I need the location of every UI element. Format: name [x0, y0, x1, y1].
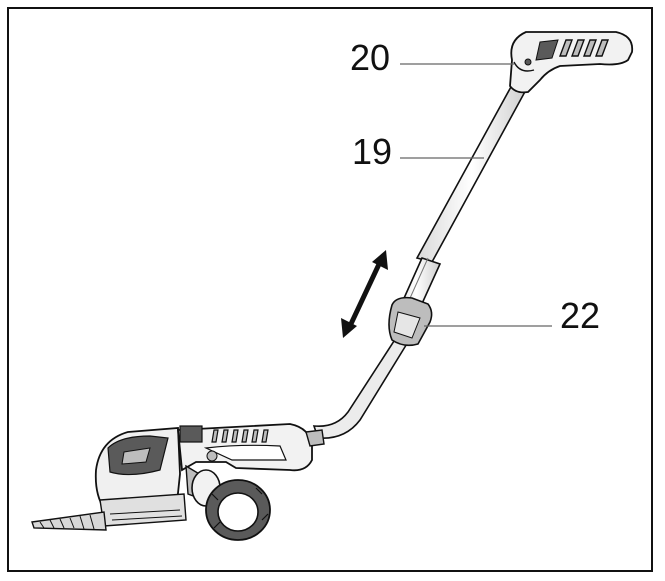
trimmer-body [94, 423, 325, 527]
callout-label-22: 22 [560, 295, 601, 336]
telescopic-pole-upper [415, 84, 529, 263]
leader-lines [400, 63, 552, 327]
callout-label-20: 20 [350, 37, 391, 78]
handle-grip [509, 31, 634, 94]
wheel-assembly [185, 464, 271, 541]
callout-label-19: 19 [352, 131, 393, 172]
pole-bend [312, 337, 410, 439]
trimmer-blade [31, 511, 107, 531]
adjustment-collar [388, 296, 433, 347]
telescopic-adjust-arrow-icon [341, 250, 388, 338]
diagram-frame [7, 7, 653, 572]
